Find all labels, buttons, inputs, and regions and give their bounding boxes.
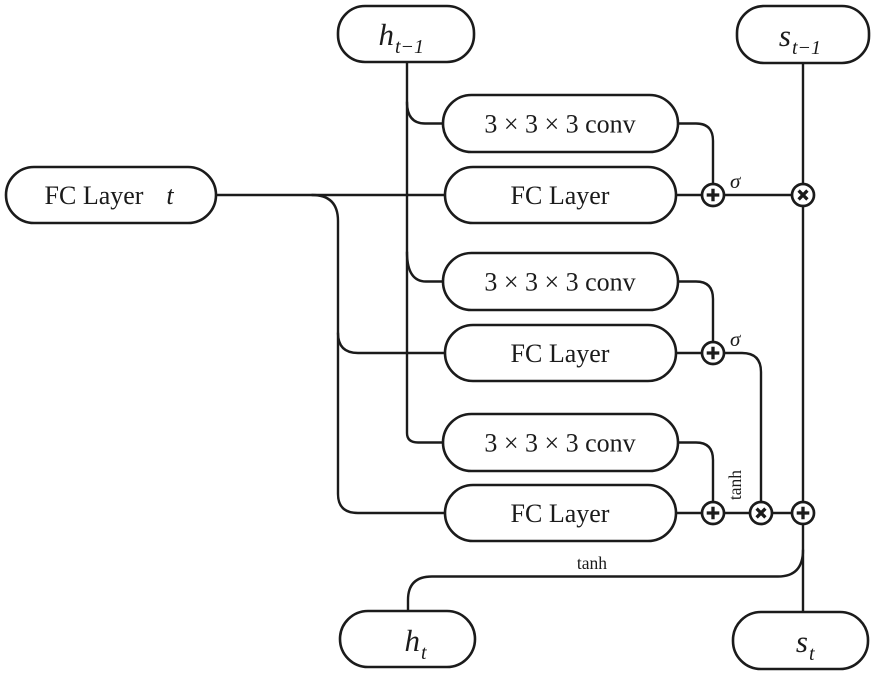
plus-operator-icon-gate3 xyxy=(700,500,726,526)
h-out-label-subscript: t xyxy=(421,642,427,664)
conv2-out-wire xyxy=(675,280,715,355)
h-out-label-base: h xyxy=(405,623,421,658)
plus-operator-icon-gate1 xyxy=(700,182,726,208)
h-prev-trunk-wire xyxy=(405,56,446,444)
times-operator-icon-forget xyxy=(790,182,816,208)
conv3-out-wire xyxy=(675,441,715,515)
gate3-fc-box xyxy=(443,483,678,543)
h-prev-label-base: h xyxy=(379,17,395,52)
gate1-conv-label: 3 × 3 × 3 conv xyxy=(484,110,635,139)
gate1-fc-box xyxy=(443,165,678,225)
h-prev-branch-conv1-wire xyxy=(405,100,446,125)
h-prev-node-box xyxy=(336,4,476,64)
gate3-fc-label: FC Layer xyxy=(511,499,610,528)
gate3-conv-box xyxy=(441,412,680,473)
sigma-gate2-label: σ xyxy=(730,327,742,351)
sigma-gate1-label: σ xyxy=(730,169,742,193)
h-prev-label-subscript: t−1 xyxy=(395,36,424,58)
operators xyxy=(700,182,816,526)
gate3-conv-label: 3 × 3 × 3 conv xyxy=(484,429,635,458)
input-fc-trunk-wire xyxy=(310,193,448,515)
sigma2-wire xyxy=(711,351,763,515)
h-out-node-box xyxy=(338,609,477,669)
s-out-node-box xyxy=(731,610,870,671)
gate2-conv-label: 3 × 3 × 3 conv xyxy=(484,268,635,297)
labels: h t−1 s t−1 FC Layer t 3 × 3 × 3 conv FC… xyxy=(45,17,822,665)
input-fc-branch-fc2-wire xyxy=(336,331,448,355)
times-operator-icon-input xyxy=(748,500,774,526)
plus-operator-icon-gate2 xyxy=(700,340,726,366)
gate1-conv-box xyxy=(441,93,680,154)
s-out-label-base: s xyxy=(796,624,808,659)
s-prev-node-box xyxy=(735,4,871,65)
plus-operator-icon-state xyxy=(790,500,816,526)
tanh-candidate-label: tanh xyxy=(725,470,745,500)
gate2-fc-label: FC Layer xyxy=(511,339,610,368)
tanh-output-label: tanh xyxy=(577,553,607,573)
input-fc-variable: t xyxy=(166,181,174,210)
h-prev-branch-conv2-wire xyxy=(405,250,446,283)
annotations: σ σ tanh tanh xyxy=(577,169,745,573)
gate2-conv-box xyxy=(441,251,680,312)
gate2-fc-box xyxy=(443,323,678,383)
output-tanh-wire xyxy=(406,548,805,615)
s-prev-label-base: s xyxy=(779,18,791,53)
s-prev-label-subscript: t−1 xyxy=(792,37,821,59)
gate1-fc-label: FC Layer xyxy=(511,181,610,210)
nodes xyxy=(4,4,871,671)
input-fc-node-box xyxy=(4,165,218,225)
s-out-label-subscript: t xyxy=(809,643,815,665)
conv1-out-wire xyxy=(675,122,715,197)
input-fc-label: FC Layer xyxy=(45,181,144,210)
